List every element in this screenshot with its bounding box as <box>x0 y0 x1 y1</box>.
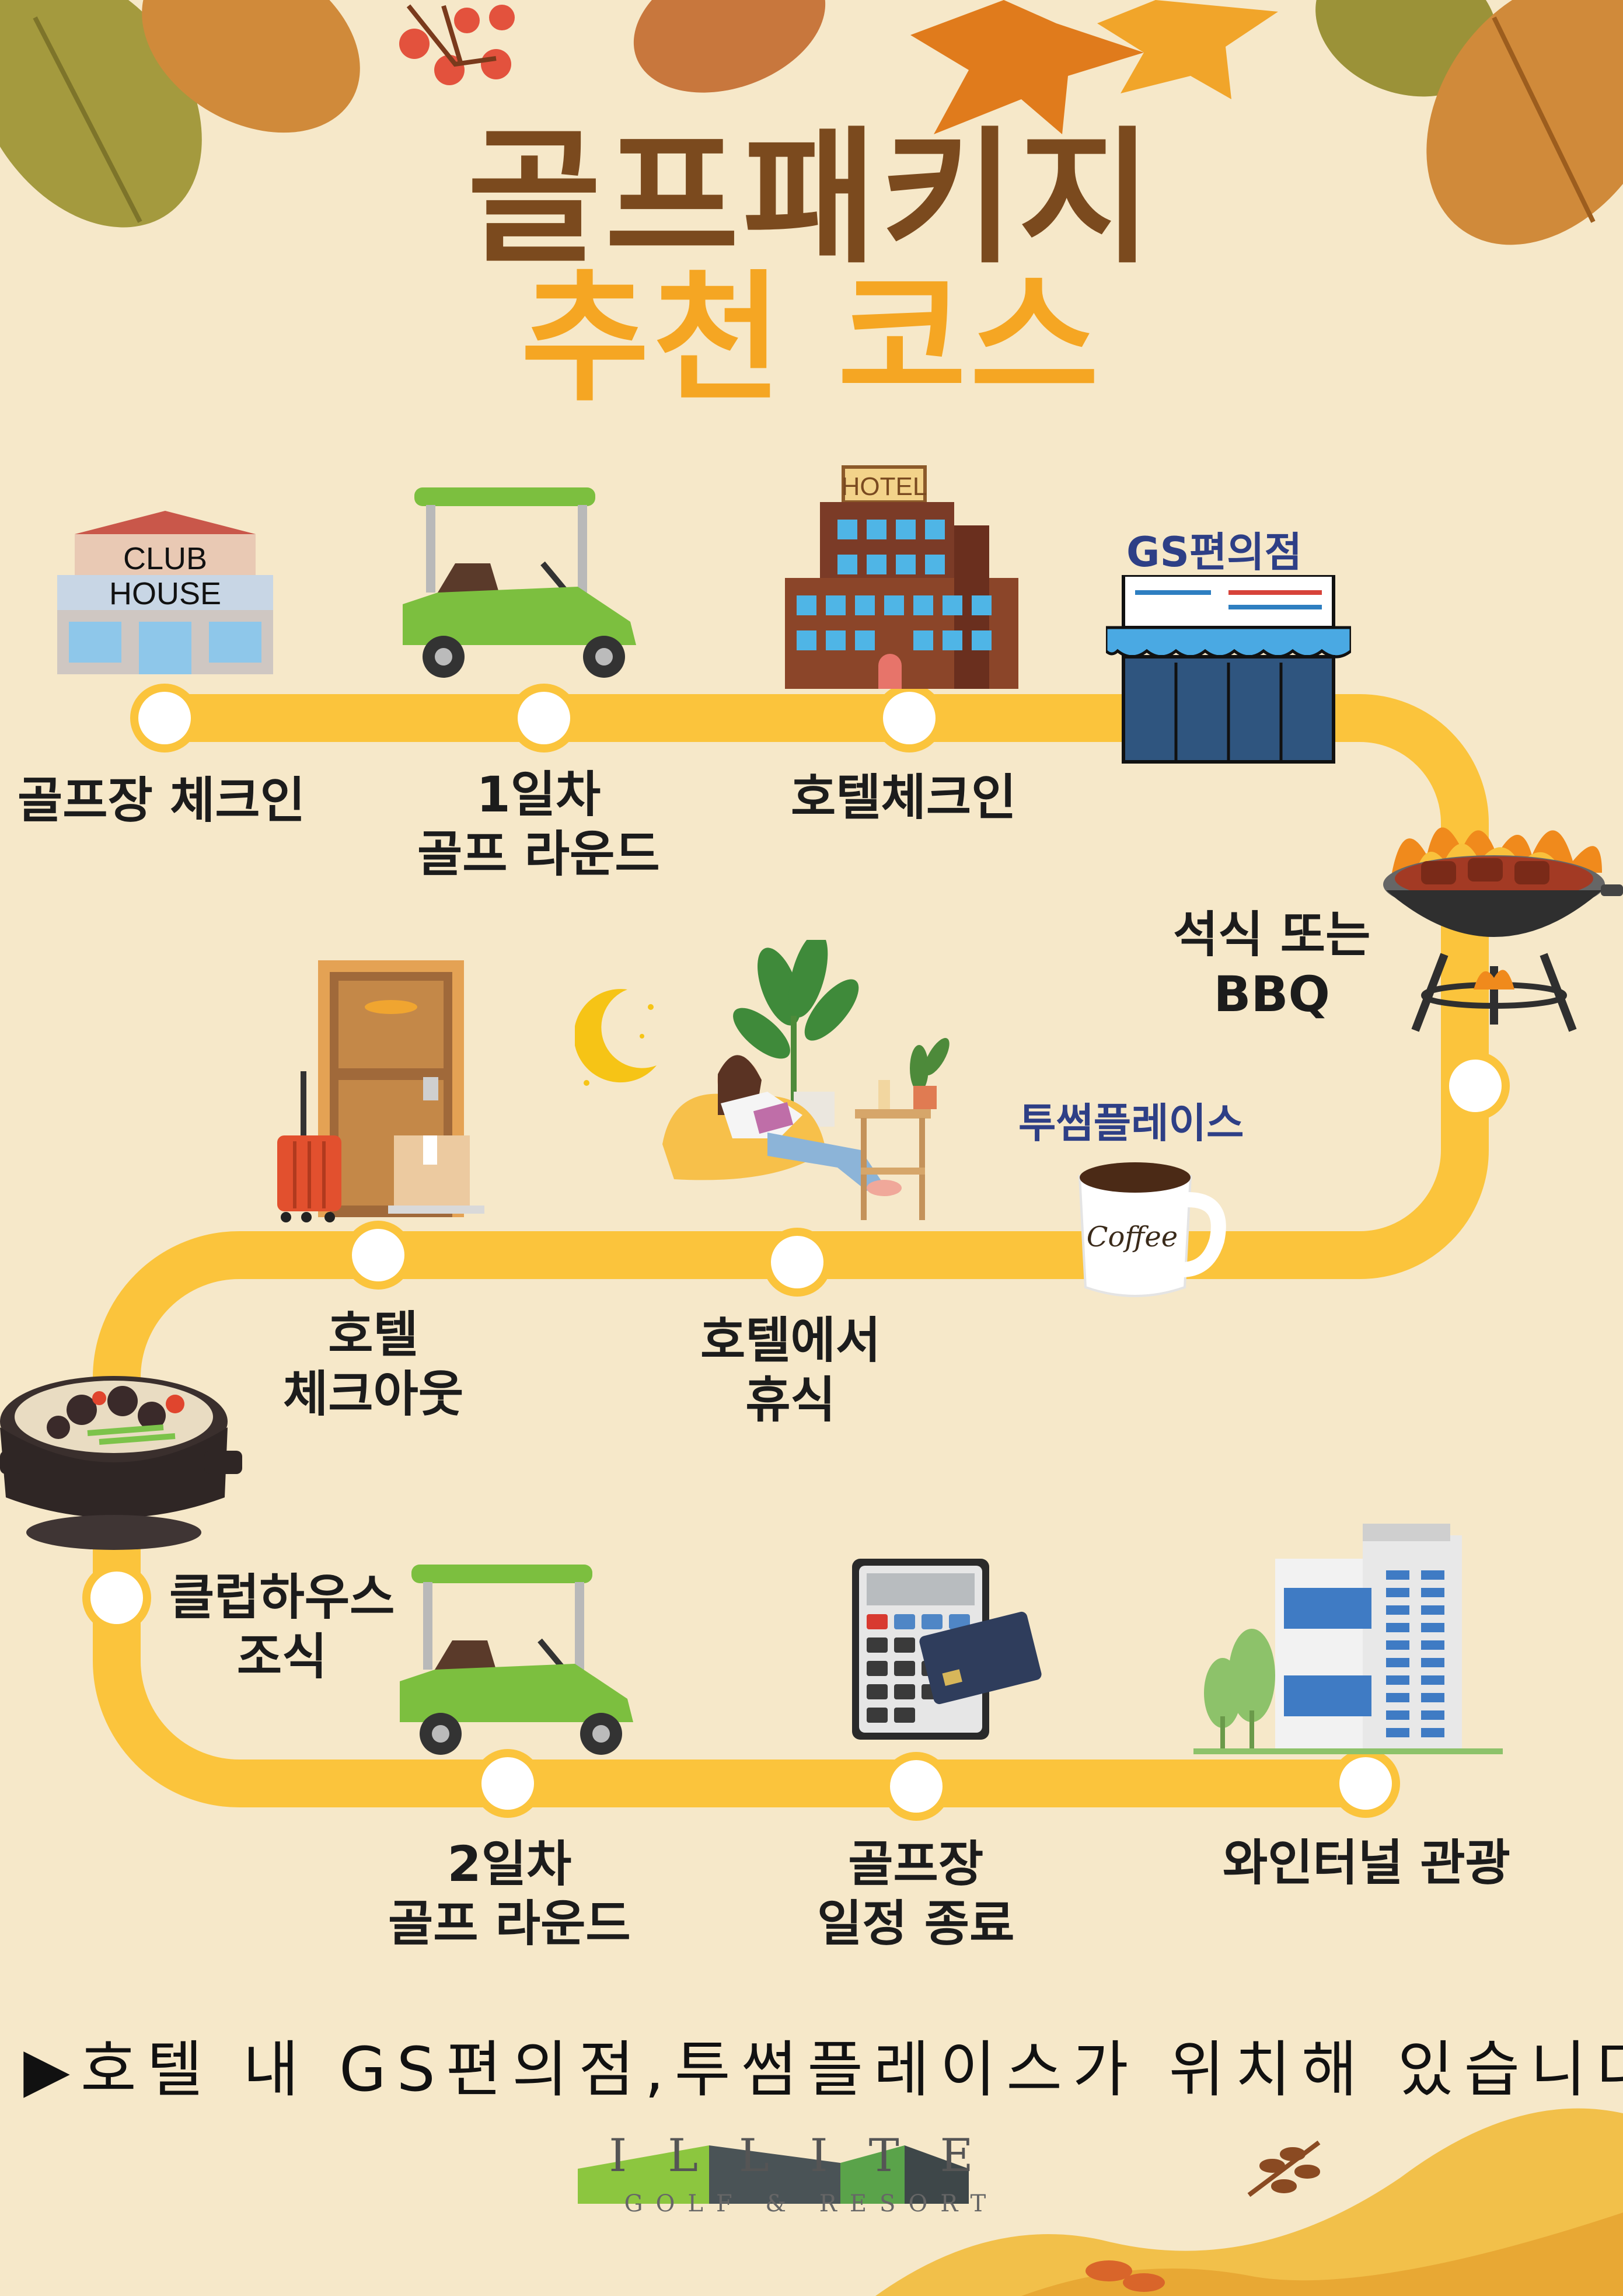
clubhouse-sign-house: HOUSE <box>109 576 221 611</box>
step-label-day1-round: 1일차 골프 라운드 <box>417 766 660 883</box>
route-stop <box>882 1752 951 1821</box>
relaxing-woman-icon <box>662 940 950 1220</box>
brand-subtitle: GOLF & RESORT <box>624 2190 999 2217</box>
route-stop <box>344 1221 413 1290</box>
route-stop <box>875 684 944 752</box>
clubhouse-icon: CLUB HOUSE <box>57 511 273 674</box>
route-stop <box>509 684 578 752</box>
clubhouse-sign-club: CLUB <box>123 541 207 576</box>
route-stop <box>1441 1051 1510 1120</box>
step-label-clubhouse-breakfast: 클럽하우스 조식 <box>169 1569 395 1686</box>
bbq-grill-icon <box>1383 827 1623 1032</box>
route-stop <box>763 1228 832 1297</box>
step-label-golf-end: 골프장 일정 종료 <box>817 1835 1015 1953</box>
facility-note: ▶호텔 내 GS편의점,투썸플레이스가 위치해 있습니다. <box>23 2034 1623 2105</box>
step-label-hotel-checkin: 호텔체크인 <box>791 769 1017 826</box>
golf-cart-icon <box>400 1565 633 1755</box>
coffee-mug-icon: Coffee <box>1078 1162 1226 1297</box>
golf-cart-icon <box>403 487 636 678</box>
step-label-golf-checkin: 골프장 체크인 <box>18 772 305 829</box>
route-stop <box>1331 1749 1400 1818</box>
building-icon <box>1193 1524 1503 1754</box>
hills-bottom-decoration <box>875 2108 1623 2296</box>
moon-icon <box>575 989 657 1086</box>
step-label-day2-round: 2일차 골프 라운드 <box>388 1835 631 1953</box>
step-label-hotel-checkout: 호텔 체크아웃 <box>283 1306 464 1423</box>
coffee-mug-text: Coffee <box>1087 1221 1178 1253</box>
gs-store-label: GS편의점 <box>1126 528 1303 576</box>
step-label-dinner-bbq: 석식 또는 BBQ <box>1173 906 1371 1023</box>
step-label-hotel-rest: 호텔에서 휴식 <box>700 1312 881 1429</box>
title-line-2: 추천 코스 <box>521 257 1102 420</box>
brand-name: ILLITE <box>609 2130 1014 2182</box>
calculator-card-icon <box>852 1559 1042 1740</box>
door-luggage-icon <box>277 960 484 1222</box>
convenience-store-icon <box>1106 575 1351 764</box>
hotel-icon: HOTEL <box>785 465 1018 689</box>
title-line-1: 골프패키지 <box>467 113 1156 283</box>
route-stop <box>473 1749 542 1818</box>
autumn-leaves-top-decoration <box>0 0 1623 245</box>
step-label-wine-tunnel: 와인터널 관광 <box>1223 1834 1510 1891</box>
stew-pot-icon <box>0 1376 242 1550</box>
route-stop <box>82 1563 151 1632</box>
twosome-store-label: 투썸플레이스 <box>1018 1099 1244 1147</box>
resort-logo-icon <box>578 2145 969 2204</box>
hotel-sign: HOTEL <box>842 472 927 501</box>
route-stop <box>130 684 199 752</box>
